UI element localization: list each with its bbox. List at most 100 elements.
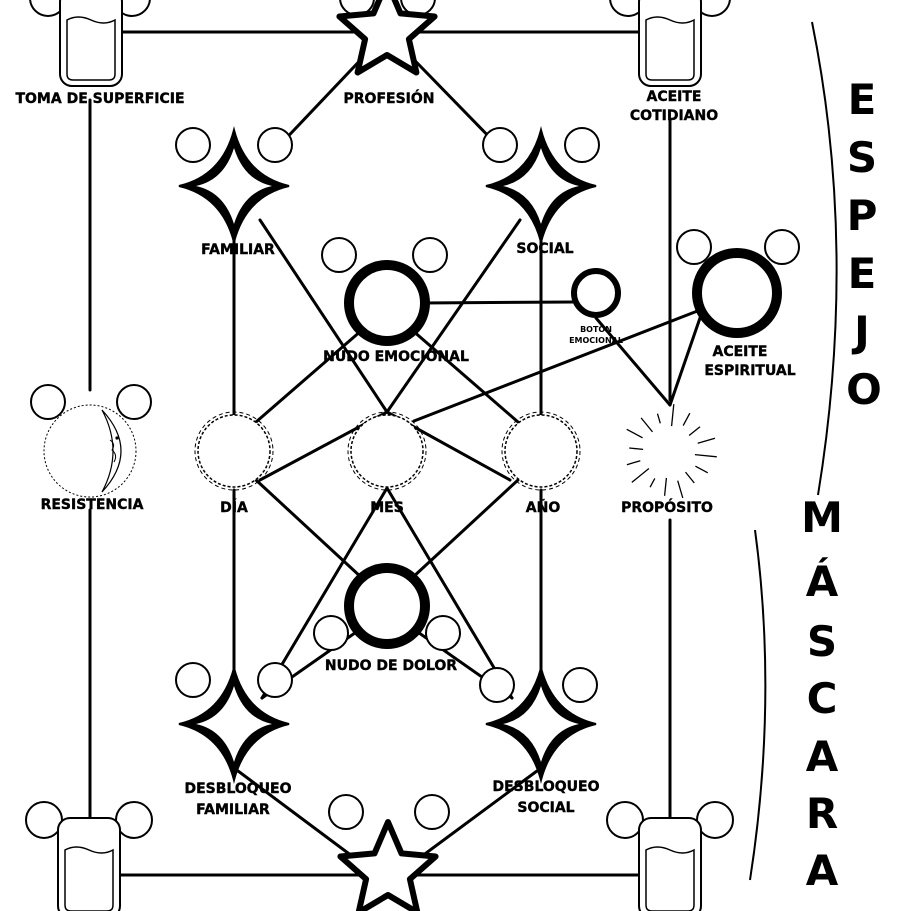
label-aceite-cotidiano-2: COTIDIANO [630,108,718,124]
label-aceite-espiritual-2: ESPIRITUAL [704,363,795,379]
ear-circle-icon [764,229,800,265]
label-social: SOCIAL [516,241,573,257]
diamond-inner [503,148,579,224]
label-boton-emocional-1: BOTÓN [580,323,612,334]
star-icon [337,819,439,911]
side-word-mascara: M Á S C A R A [801,493,843,895]
dashed-circle-icon [504,414,578,488]
mascara-letter: A [806,732,839,781]
moon-icon [43,404,137,498]
connection-line [260,486,389,700]
ear-circle-icon [412,237,448,273]
mascara-letter: Á [806,556,839,606]
connection-line [385,218,522,414]
mascara-curve [749,529,767,881]
sun-ray [677,480,684,499]
connection-line [254,478,364,580]
diamond-inner [196,148,272,224]
sun-ray [649,478,656,488]
proposito-node [626,404,717,499]
mascara-letter: M [801,493,843,542]
jar-bottom-right [606,801,734,911]
star-top [336,0,438,76]
ear-circle-icon [30,384,66,420]
sun-ray [626,428,643,439]
ear-circle-icon [414,794,450,830]
side-curves [749,21,838,881]
sun-ray [626,460,641,466]
ear-circle-icon [113,0,151,17]
label-anio: AÑO [526,499,561,516]
ear-circle-icon [115,801,153,839]
ring-icon [344,260,430,346]
connection-line [668,316,702,407]
sun-ray [670,404,675,427]
label-resistencia: RESISTENCIA [41,497,144,513]
label-desbloqueo-familiar-1: DESBLOQUEO [185,781,292,797]
espejo-letter: P [847,191,878,240]
jar-icon [638,0,702,87]
mascara-letter: S [807,617,837,666]
diamond-desbloqueo-familiar [175,662,293,784]
espejo-letter: O [846,365,882,414]
side-word-espejo: E S P E J O [846,75,882,414]
connection-line [410,328,520,424]
ring-icon [344,563,430,649]
sun-ray [688,426,701,437]
connection-lines [88,30,702,877]
diamond-familiar [175,126,293,246]
ear-circle-icon [693,0,731,17]
ear-circle-icon [425,615,461,651]
mascara-letter: R [806,789,838,838]
label-boton-emocional-2: EMOCIONAL [569,336,623,345]
label-proposito: PROPÓSITO [621,498,713,516]
diamond-inner [503,686,579,762]
connection-line [420,300,576,305]
nudo-dolor-node [313,563,461,651]
ear-circle-icon [313,615,349,651]
dia-node [194,411,274,491]
boton-emocional-node [571,268,621,318]
ear-circle-icon [116,384,152,420]
espejo-letter: E [848,249,877,298]
resistencia-node [30,384,152,498]
sun-ray [684,471,695,484]
espejo-curve [811,21,838,496]
jar-bottom-left [25,801,153,911]
star-icon [336,0,438,76]
ear-circle-icon [482,127,518,163]
label-aceite-espiritual-1: ACEITE [713,344,768,360]
ear-circle-icon [321,237,357,273]
connection-line [385,486,514,700]
label-desbloqueo-familiar-2: FAMILIAR [196,802,270,818]
ear-circle-icon [29,0,67,17]
ear-circle-icon [25,801,63,839]
mascara-letter: C [807,674,838,723]
mascara-letter: A [806,846,839,895]
nudo-emocional-node [321,237,448,346]
ear-circle-icon [609,0,647,17]
ring-icon [571,268,621,318]
jar-icon [57,817,121,911]
diamond-inner [196,686,272,762]
ear-circle-icon [562,667,598,703]
connection-line [410,478,520,580]
label-desbloqueo-social-1: DESBLOQUEO [493,779,600,795]
jar-top-left [29,0,151,87]
mes-node [347,411,427,491]
label-nudo-dolor: NUDO DE DOLOR [325,658,457,674]
anio-node [501,411,581,491]
ear-circle-icon [175,127,211,163]
sun-ray [697,437,716,444]
dashed-circle-icon [197,414,271,488]
sun-ray [694,453,717,458]
sun-ray [682,412,691,426]
aceite-espiritual-node [676,229,800,338]
ear-circle-icon [328,794,364,830]
ear-circle-icon [696,801,734,839]
sun-ray [640,417,654,433]
diamond-desbloqueo-social [479,664,598,784]
jar-top-right [609,0,731,87]
label-toma: TOMA DE SUPERFICIE [15,91,184,107]
